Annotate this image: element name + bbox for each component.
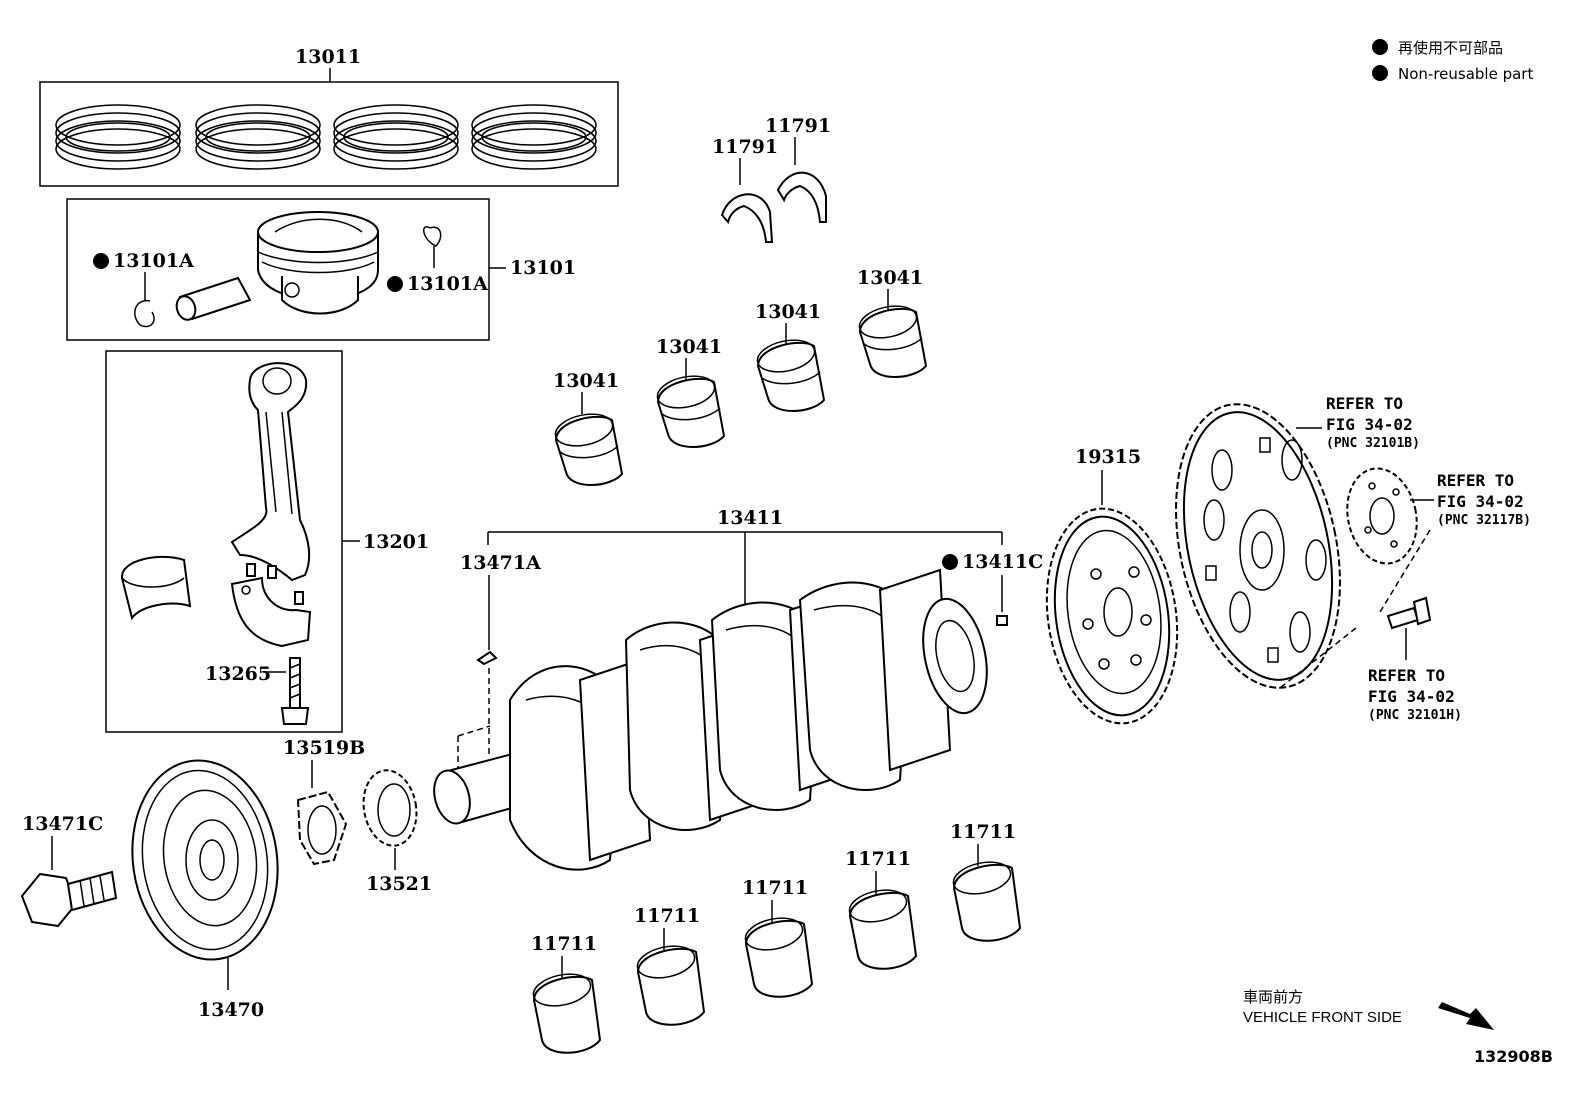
ring-set-box <box>39 81 619 187</box>
ref-bolt-l3: (PNC 32101H) <box>1368 708 1462 723</box>
label-11711-1: 11711 <box>531 933 597 955</box>
ref-flywheel-l3: (PNC 32101B) <box>1326 436 1420 451</box>
legend: 再使用不可部品 Non-reusable part <box>1372 39 1533 83</box>
crankshaft-group: 13411 13471A 13411C <box>433 507 1043 871</box>
dowel-pin <box>246 563 256 577</box>
main-bearing-group: 11711 11711 11711 11711 11711 <box>531 821 1022 1054</box>
thrust-washer-group: 11791 11791 <box>712 115 831 243</box>
rod-cap <box>230 576 312 648</box>
legend-jp: 再使用不可部品 <box>1398 39 1503 57</box>
crank-sensor-plate <box>296 790 348 866</box>
label-13411: 13411 <box>717 507 783 529</box>
rod-bearing <box>120 555 192 621</box>
label-13519b: 13519B <box>283 737 365 759</box>
crank-bearing <box>554 413 624 486</box>
piston-group: 13101 13101A 13101A <box>66 198 576 341</box>
vehicle-front-note: 車両前方 VEHICLE FRONT SIDE <box>1243 989 1494 1030</box>
direction-jp: 車両前方 <box>1243 989 1303 1006</box>
ref-bolt-l1: REFER TO <box>1368 666 1445 685</box>
dowel-pin <box>267 565 277 579</box>
crank-bearing <box>858 305 928 378</box>
label-13521: 13521 <box>366 873 432 895</box>
label-11711-2: 11711 <box>634 905 700 927</box>
label-13011: 13011 <box>295 46 361 68</box>
flywheel <box>1175 403 1341 689</box>
ring-set-group: 13011 <box>39 46 619 187</box>
label-13101: 13101 <box>510 257 576 279</box>
label-13265: 13265 <box>205 663 271 685</box>
label-13471a: 13471A <box>460 552 541 574</box>
non-reusable-dot-icon <box>1372 65 1388 81</box>
main-bearing <box>744 917 814 998</box>
label-13201: 13201 <box>363 531 429 553</box>
crank-key <box>476 650 498 666</box>
dowel-pin <box>294 591 304 605</box>
crank-bearing <box>756 339 826 412</box>
piston-ring <box>333 104 459 170</box>
pulley-group: 13470 13471C <box>20 759 279 1021</box>
main-bearing <box>848 889 918 970</box>
ref-flywheel-l2: FIG 34-02 <box>1326 415 1413 434</box>
label-13470: 13470 <box>198 999 264 1021</box>
figure-code: 132908B <box>1474 1047 1553 1066</box>
main-bearing <box>636 945 706 1026</box>
label-13101a-left: 13101A <box>113 250 194 272</box>
ref-flywheel-l1: REFER TO <box>1326 394 1403 413</box>
label-11791-a: 11791 <box>712 136 778 158</box>
label-11711-4: 11711 <box>845 848 911 870</box>
crank-pulley <box>131 759 279 961</box>
crank-bearing-group: 13041 13041 13041 13041 <box>553 267 928 486</box>
crank-bearing <box>656 375 726 448</box>
flywheel-group: REFER TO FIG 34-02 (PNC 32101B) REFER TO… <box>1175 394 1531 723</box>
label-11711-3: 11711 <box>742 877 808 899</box>
label-11711-5: 11711 <box>950 821 1016 843</box>
label-13101a-right: 13101A <box>407 273 488 295</box>
crank-gear-group: 13519B 13521 <box>283 737 432 895</box>
ref-plate-l2: FIG 34-02 <box>1437 492 1524 511</box>
crank-gear <box>362 769 418 847</box>
label-19315: 19315 <box>1075 446 1141 468</box>
non-reusable-dot-icon <box>93 253 109 269</box>
non-reusable-dot-icon <box>1372 39 1388 55</box>
thrust-washer <box>720 193 774 243</box>
legend-en: Non-reusable part <box>1398 65 1533 83</box>
non-reusable-dot-icon <box>942 554 958 570</box>
piston <box>257 211 379 315</box>
thrust-washer <box>776 171 827 223</box>
snap-ring <box>423 226 442 247</box>
ref-plate-l1: REFER TO <box>1437 471 1514 490</box>
crank-pin <box>996 615 1008 626</box>
label-13041-3: 13041 <box>755 301 821 323</box>
piston-pin <box>175 276 252 321</box>
piston-ring <box>55 104 181 170</box>
main-bearing <box>532 973 602 1054</box>
main-bearing <box>952 861 1022 942</box>
direction-en: VEHICLE FRONT SIDE <box>1243 1009 1402 1026</box>
timing-rotor <box>1045 507 1179 725</box>
ref-plate-l3: (PNC 32117B) <box>1437 513 1531 528</box>
non-reusable-dot-icon <box>387 276 403 292</box>
flywheel-bolt <box>1386 596 1432 630</box>
pulley-bolt <box>20 870 118 928</box>
connecting-rod-group: 13201 13265 <box>105 350 429 733</box>
label-13041-4: 13041 <box>857 267 923 289</box>
drive-plate <box>1346 467 1418 565</box>
label-13471c: 13471C <box>22 813 103 835</box>
piston-ring <box>471 104 597 170</box>
label-13041-2: 13041 <box>656 336 722 358</box>
connecting-rod <box>230 362 311 582</box>
piston-box <box>66 198 490 341</box>
snap-ring <box>134 300 155 328</box>
rod-bolt <box>280 657 310 725</box>
label-13041-1: 13041 <box>553 370 619 392</box>
label-11791-b: 11791 <box>765 115 831 137</box>
piston-ring <box>195 104 321 170</box>
crankshaft <box>433 568 988 871</box>
label-13411c: 13411C <box>962 551 1043 573</box>
front-arrow-icon <box>1438 1002 1494 1030</box>
ref-bolt-l2: FIG 34-02 <box>1368 687 1455 706</box>
timing-rotor-group: 19315 <box>1045 446 1179 725</box>
